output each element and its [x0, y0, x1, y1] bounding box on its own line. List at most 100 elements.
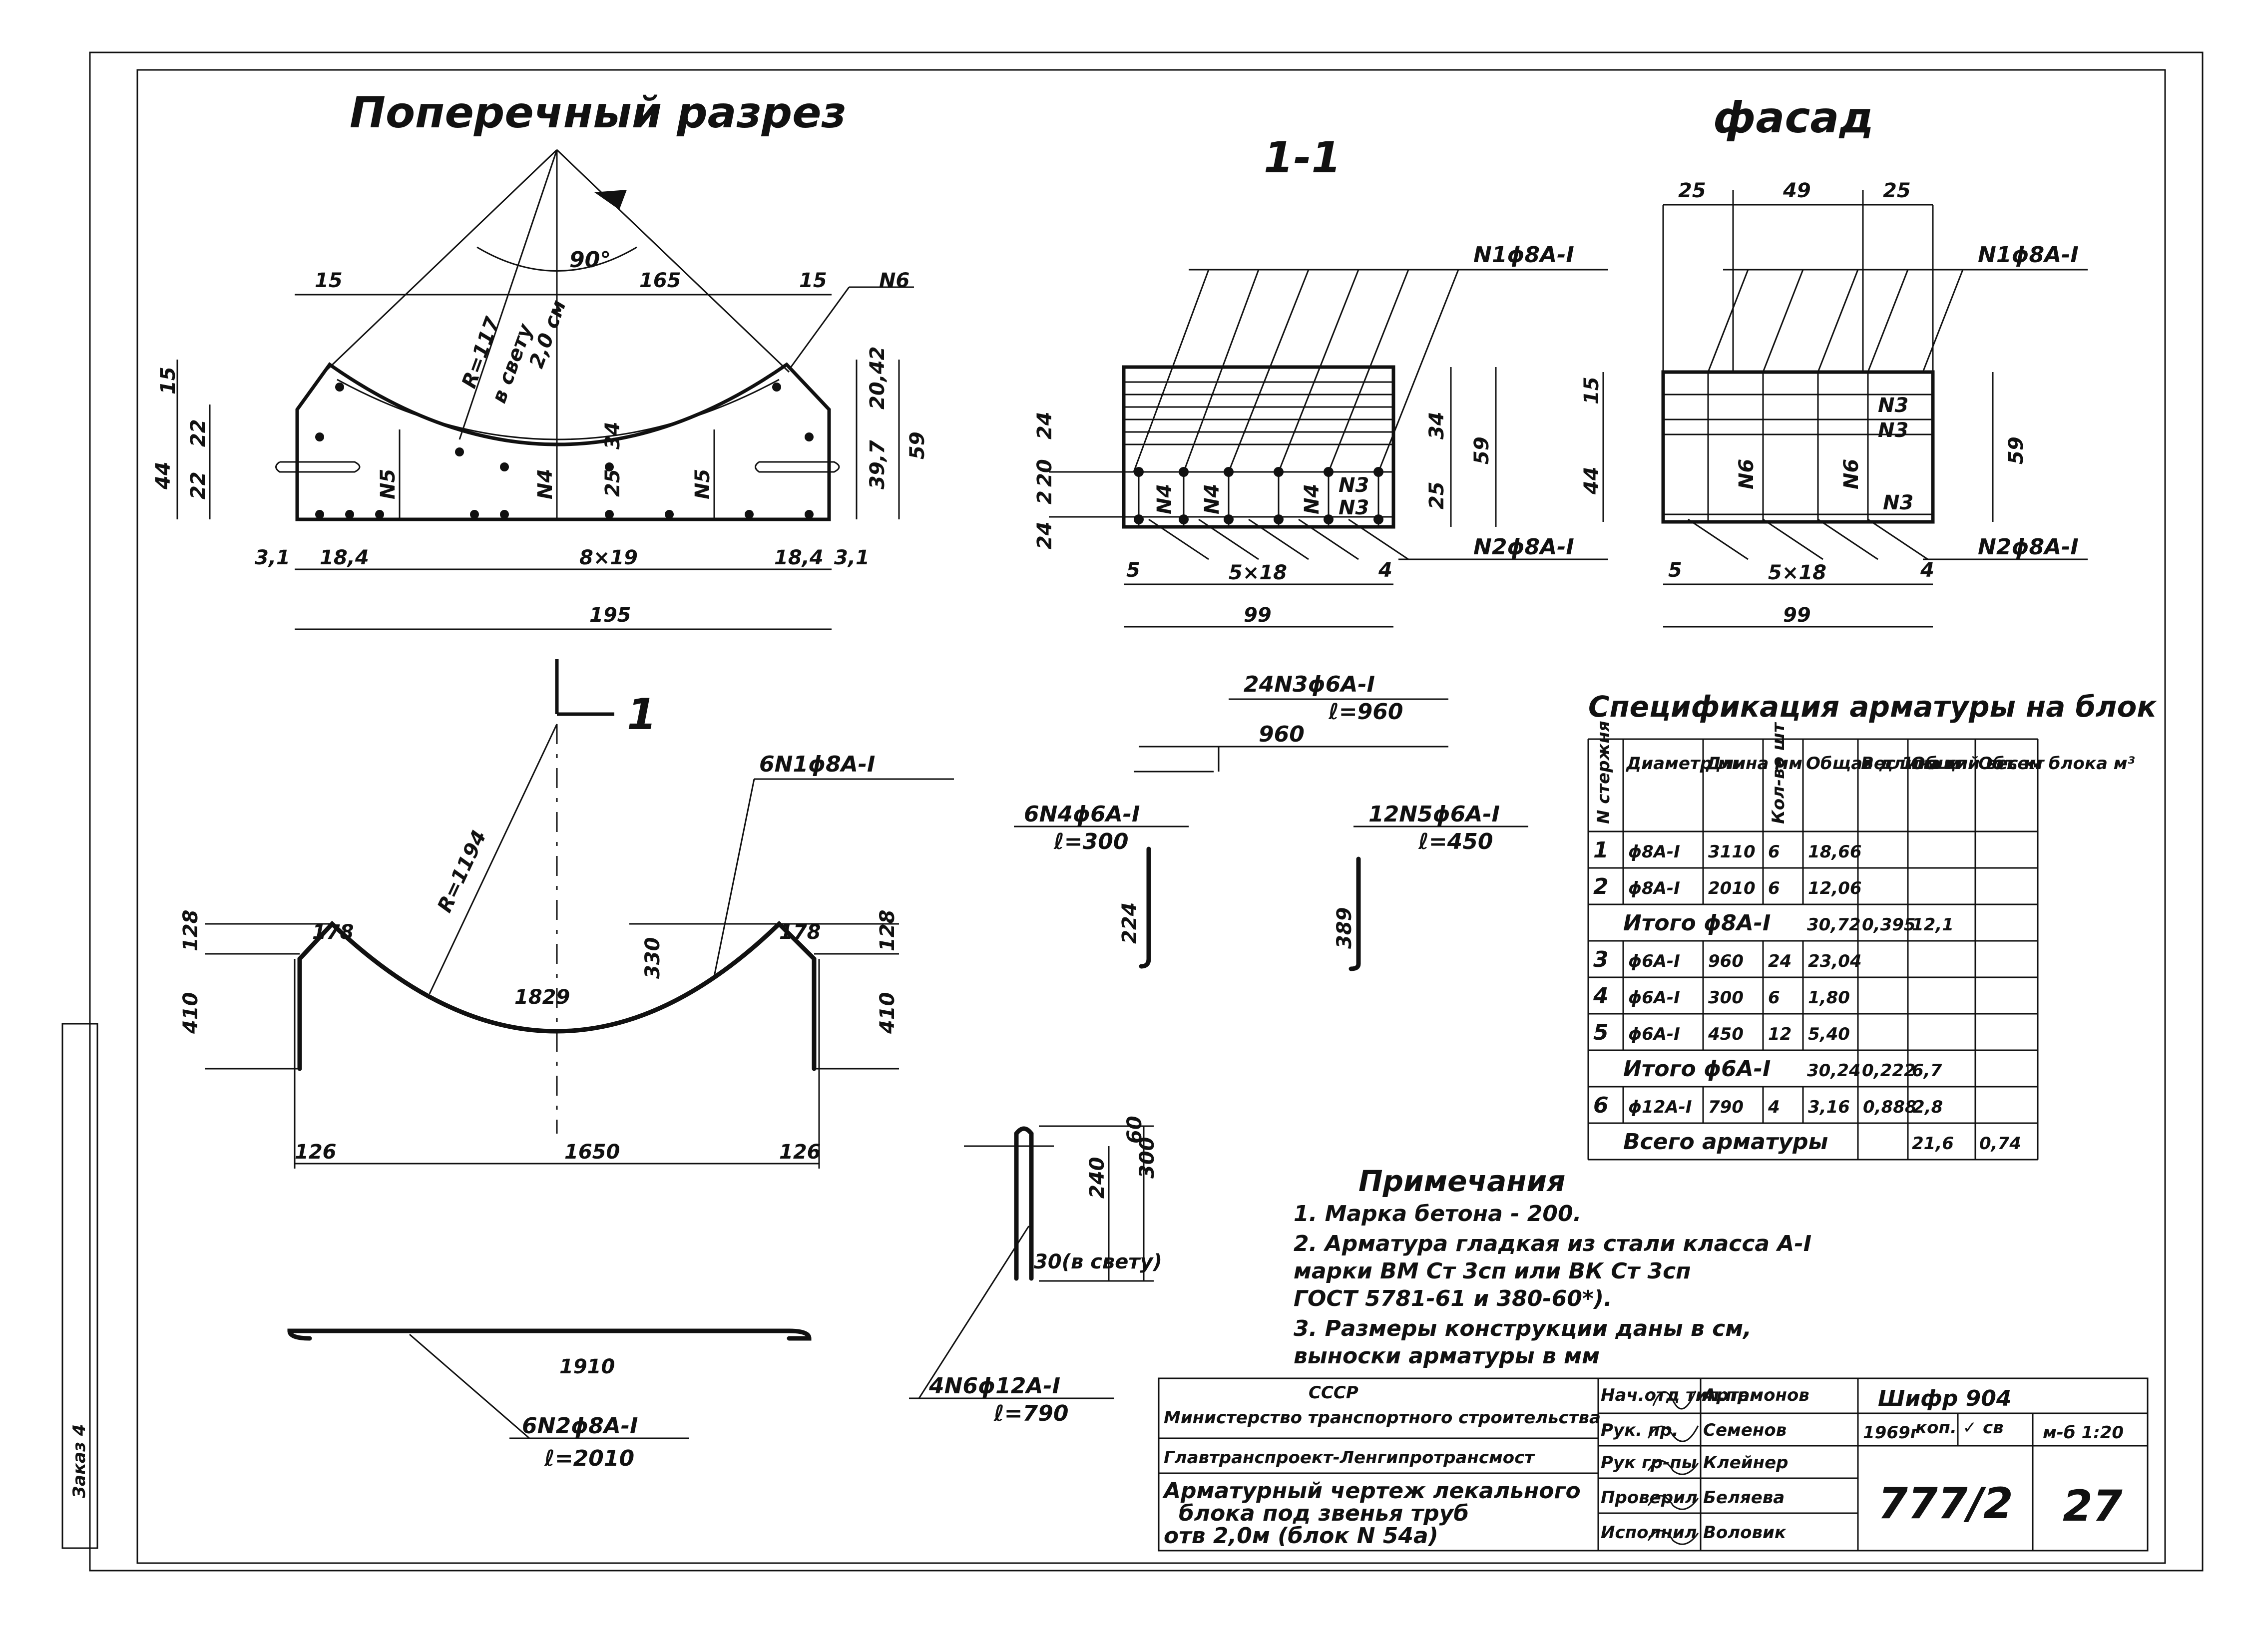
spec-cell: 1,80	[1808, 988, 1850, 1008]
n1-dim-0: 128	[179, 910, 202, 952]
s11-dim-3: 24	[1033, 521, 1056, 549]
facade-title: фасад	[1713, 93, 1874, 143]
spec-header: Объем блока м³	[1978, 754, 2135, 774]
spec-header: Общая длина м	[1806, 754, 1960, 774]
n1-dim-5: 128	[876, 910, 899, 952]
spec-cell: 12	[1768, 1024, 1792, 1044]
bar-n3-detail: 24N3ϕ6A-I ℓ=960 960	[1134, 672, 1448, 773]
fa-dim-7: 5×18	[1768, 561, 1826, 584]
fa-mark-3: N6	[1840, 459, 1863, 489]
n1-radius: R=1194	[433, 827, 491, 916]
spec-cell: 24	[1768, 951, 1792, 971]
spec-cell: 960	[1708, 951, 1744, 971]
n1-dim-8: 1650	[564, 1141, 620, 1164]
tb-org2: Министерство транспортного строительства	[1164, 1408, 1601, 1428]
tb-org3: Главтранспроект-Ленгипротрансмост	[1164, 1448, 1535, 1468]
spec-cell: 6	[1768, 988, 1780, 1008]
spec-cell: 2010	[1708, 878, 1756, 898]
cs-dim-7: 22	[187, 471, 210, 499]
cs-dim-12: 59	[906, 431, 929, 459]
n4-length: ℓ=300	[1053, 829, 1128, 854]
cs-dim-18: 195	[589, 604, 631, 627]
note-line-2: марки ВМ Ст 3сп или ВК Ст 3сп	[1294, 1258, 1691, 1284]
cross-section-title: Поперечный разрез	[350, 88, 847, 138]
fa-dim-4: 44	[1580, 466, 1603, 495]
s11-dim-10: 99	[1244, 604, 1272, 627]
tb-sheet: 27	[2063, 1481, 2123, 1531]
fa-dim-8: 4	[1920, 559, 1934, 582]
notes-block: Примечания 1. Марка бетона - 200. 2. Арм…	[1294, 1164, 1811, 1369]
n6-dim-0: 60	[1123, 1116, 1146, 1144]
spec-cell: ϕ8A-I	[1628, 878, 1680, 898]
s11-dim-9: 4	[1378, 559, 1392, 582]
note-line-5: выноски арматуры в мм	[1294, 1343, 1600, 1369]
n2-callout: 6N2ϕ8A-I	[522, 1413, 638, 1439]
bar-n2-detail: 1910 6N2ϕ8A-I ℓ=2010	[287, 1328, 812, 1471]
n1-dim-1: 410	[179, 992, 202, 1035]
s11-mark-0: N4	[1153, 484, 1176, 514]
spec-cell: 30,72	[1807, 915, 1861, 935]
cs-dim-8: 34	[601, 421, 624, 449]
facade-view: фасад N1ϕ8A-I N2ϕ8A-I 25 49 25 15 44	[1580, 93, 2088, 628]
fa-mark-2: N6	[1735, 459, 1758, 489]
fa-mark-0: N3	[1878, 394, 1908, 417]
bar-n1-detail: 6N1ϕ8A-I R=1194 1829 128 410 178 330 178…	[179, 724, 954, 1169]
order-stamp: Заказ 4	[69, 1424, 89, 1499]
tb-year: 1969г	[1863, 1423, 1920, 1443]
spec-header: Кол-во шт	[1769, 722, 1789, 824]
title-block: СССР Министерство транспортного строител…	[1158, 1377, 2149, 1552]
n1-dim-3: 330	[641, 937, 664, 979]
note-line-4: 3. Размеры конструкции даны в см,	[1294, 1316, 1752, 1341]
spec-header: Общий вес кг	[1911, 754, 2045, 774]
fa-mark-1: N3	[1878, 419, 1908, 442]
n6-dim-2: 300	[1136, 1137, 1159, 1179]
cs-dim-15: 8×19	[579, 546, 638, 569]
spec-cell: 18,66	[1808, 842, 1862, 862]
n6-callout: 4N6ϕ12A-I	[928, 1373, 1060, 1399]
n1-dim-4: 178	[779, 921, 821, 944]
cs-dim-17: 3,1	[834, 546, 870, 569]
spec-row-label: Всего арматуры	[1623, 1129, 1828, 1155]
s11-mark-2: N4	[1301, 484, 1324, 514]
cs-dim-14: 18,4	[320, 546, 369, 569]
spec-cell: 12,06	[1808, 878, 1862, 898]
angle-label: 90°	[569, 247, 611, 273]
spec-title: Спецификация арматуры на блок	[1588, 690, 2157, 724]
spec-cell: 23,04	[1808, 951, 1862, 971]
spec-cell: 300	[1708, 988, 1744, 1008]
s11-dim-4: 34	[1425, 412, 1448, 439]
cs-dim-23: N4	[534, 469, 557, 499]
cs-dim-6: 22	[187, 419, 210, 447]
s11-mark-1: N4	[1201, 484, 1224, 514]
spec-cell: 2	[1593, 874, 1609, 899]
n4-callout: 6N4ϕ6A-I	[1024, 802, 1140, 827]
s11-dim-2: 2	[1033, 490, 1056, 504]
spec-cell: 3110	[1708, 842, 1756, 862]
spec-cell: 3,16	[1808, 1097, 1850, 1117]
fa-dim-3: 15	[1580, 377, 1603, 405]
spec-grid	[1587, 738, 2039, 1161]
spec-cell: ϕ12A-I	[1628, 1097, 1692, 1117]
cs-dim-0: 15	[315, 269, 343, 292]
s11-callout-n1: N1ϕ8A-I	[1473, 242, 1574, 268]
n6-note: 30(в свету)	[1034, 1250, 1162, 1273]
s11-dim-8: 5×18	[1229, 561, 1287, 584]
n5-length: ℓ=450	[1418, 829, 1493, 854]
n2-length: ℓ=2010	[544, 1446, 634, 1471]
spec-cell: 0,222	[1862, 1061, 1916, 1081]
order-stamp-box	[61, 1023, 98, 1549]
s11-mark-4: N3	[1339, 496, 1369, 519]
s11-callout-n2: N2ϕ8A-I	[1473, 534, 1574, 560]
spec-cell: 4	[1593, 983, 1609, 1009]
tb-copy: коп. ✓ св	[1915, 1418, 2004, 1438]
n3-callout: 24N3ϕ6A-I	[1244, 672, 1375, 697]
tb-number: 777/2	[1878, 1479, 2013, 1529]
spec-cell: 3	[1593, 947, 1609, 972]
tb-name-3: Беляева	[1703, 1488, 1785, 1508]
n6-dim-1: 240	[1086, 1157, 1109, 1199]
spec-cell: 6	[1593, 1093, 1609, 1118]
spec-cell: 1	[1593, 837, 1609, 863]
spec-header: Диаметр мм	[1626, 754, 1746, 774]
cs-dim-22: N5	[377, 469, 400, 499]
